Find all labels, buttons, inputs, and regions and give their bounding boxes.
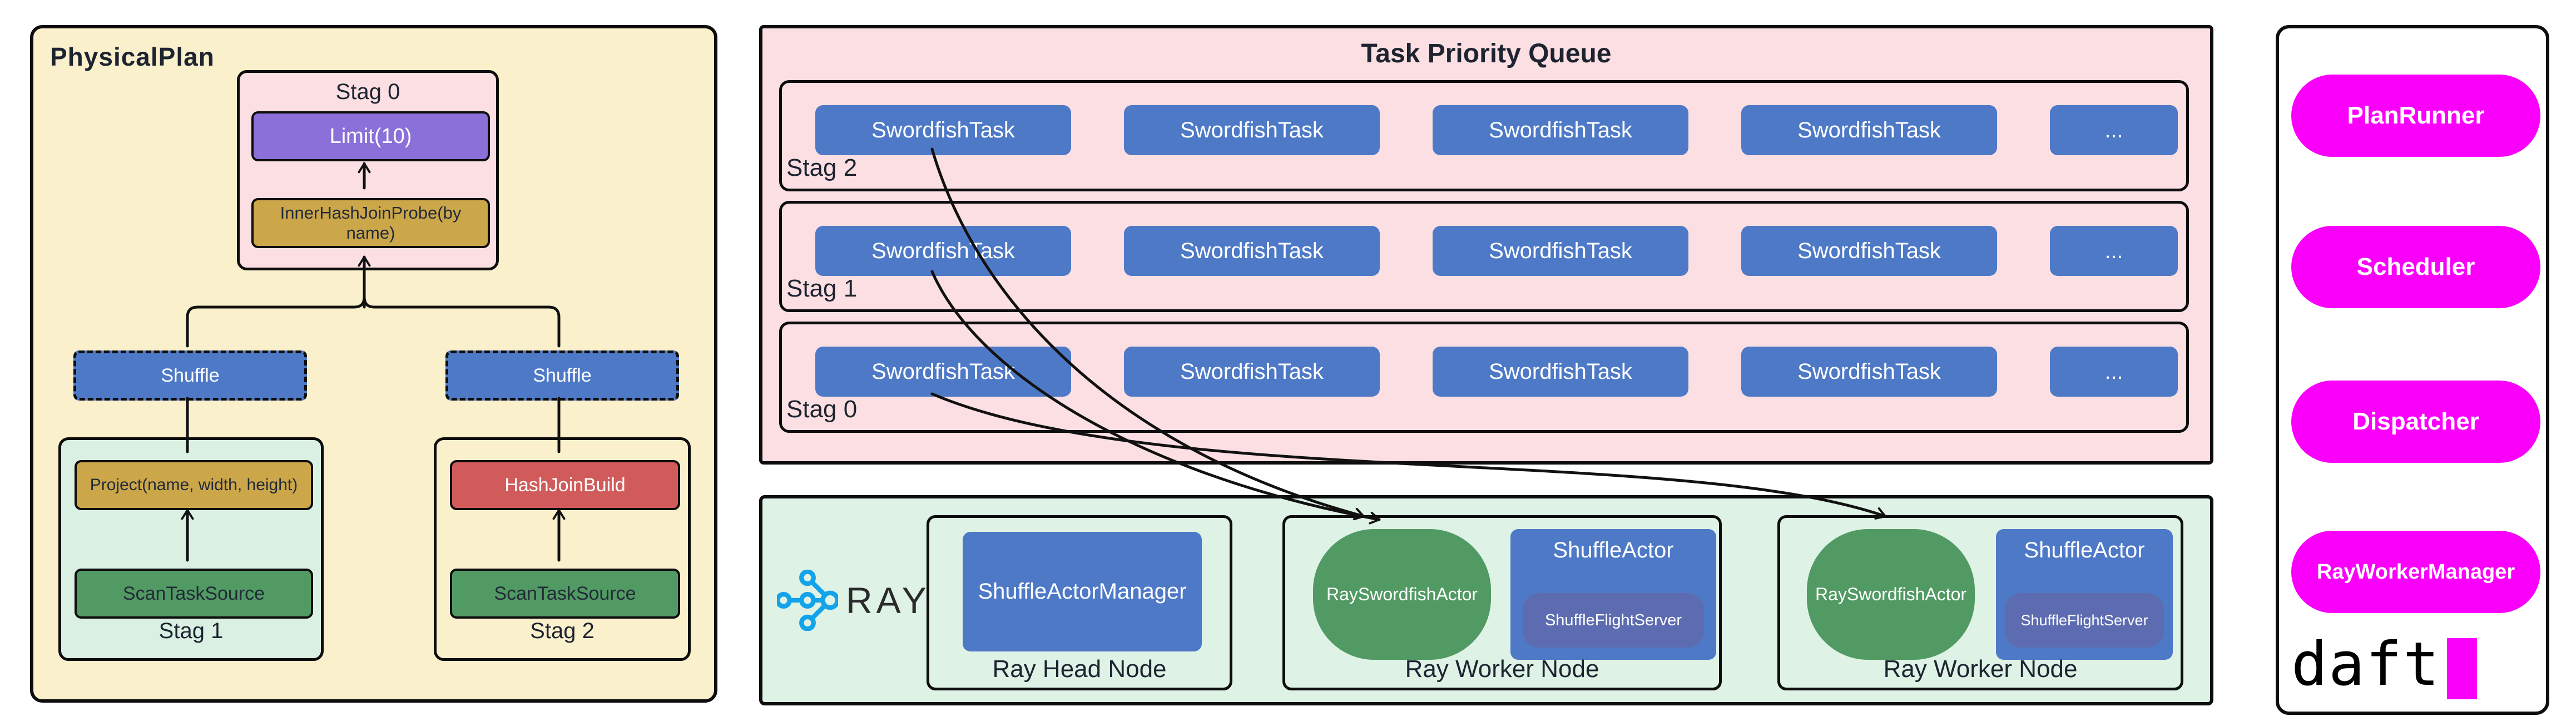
swordfish-task: SwordfishTask [1741,105,1997,155]
legend-panel: PlanRunner Scheduler Dispatcher RayWorke… [2276,25,2549,715]
swordfish-task: SwordfishTask [1124,105,1380,155]
scheduler-pill: Scheduler [2291,226,2540,308]
queue-row-stage1: SwordfishTask SwordfishTask SwordfishTas… [779,201,2189,312]
inner-hash-join-probe-node: InnerHashJoinProbe(by name) [251,198,490,248]
queue-row-label: Stag 0 [786,396,858,423]
daft-logo: daft [2291,629,2478,699]
scan-task-source-node-2: ScanTaskSource [450,569,680,619]
more-tasks-ellipsis: ... [2050,226,2178,276]
daft-wordmark: daft [2291,629,2441,699]
project-node: Project(name, width, height) [75,460,313,510]
swordfish-task: SwordfishTask [815,105,1071,155]
shuffle-actor-label: ShuffleActor [2024,538,2145,562]
swordfish-task: SwordfishTask [1741,226,1997,276]
ray-logo-icon [777,570,838,631]
ray-head-node-box: ShuffleActorManager Ray Head Node [927,515,1232,690]
stage2-box: HashJoinBuild ScanTaskSource Stag 2 [434,437,691,661]
ray-worker-manager-pill: RayWorkerManager [2291,531,2540,613]
shuffle-actor-box: ShuffleActor ShuffleFlightServer [1510,529,1716,660]
queue-row-stage2: SwordfishTask SwordfishTask SwordfishTas… [779,80,2189,191]
daft-cursor-icon [2447,638,2478,699]
shuffle-flight-server-box: ShuffleFlightServer [2005,593,2164,648]
swordfish-task: SwordfishTask [1741,347,1997,397]
queue-row-stage0: SwordfishTask SwordfishTask SwordfishTas… [779,322,2189,433]
scan-task-source-node-1: ScanTaskSource [75,569,313,619]
stage2-label: Stag 2 [530,619,595,643]
stage1-box: Project(name, width, height) ScanTaskSou… [58,437,324,661]
swordfish-task: SwordfishTask [1433,347,1688,397]
ray-head-node-label: Ray Head Node [992,655,1167,683]
physical-plan-panel: PhysicalPlan Stag 0 Limit(10) InnerHashJ… [30,25,717,703]
ray-swordfish-actor: RaySwordfishActor [1807,529,1975,660]
ray-logo: RAY [777,498,930,702]
swordfish-task: SwordfishTask [1433,226,1688,276]
stage1-label: Stag 1 [158,619,224,643]
more-tasks-ellipsis: ... [2050,105,2178,155]
limit-node: Limit(10) [251,111,490,161]
stage0-label: Stag 0 [335,80,400,104]
shuffle-node-left: Shuffle [73,350,307,401]
plan-runner-pill: PlanRunner [2291,75,2540,157]
shuffle-flight-server-box: ShuffleFlightServer [1523,593,1704,648]
physical-plan-title: PhysicalPlan [50,42,215,71]
ray-worker-node-box-2: RaySwordfishActor ShuffleActor ShuffleFl… [1777,515,2183,690]
ray-wordmark: RAY [846,580,930,621]
task-priority-queue-title: Task Priority Queue [1361,39,1612,68]
swordfish-task: SwordfishTask [1124,347,1380,397]
ray-cluster-panel: RAY ShuffleActorManager Ray Head Node Ra… [759,495,2213,705]
queue-row-label: Stag 2 [786,154,858,181]
shuffle-actor-label: ShuffleActor [1553,538,1674,562]
shuffle-actor-box: ShuffleActor ShuffleFlightServer [1996,529,2173,660]
swordfish-task: SwordfishTask [815,347,1071,397]
ray-worker-node-label: Ray Worker Node [1883,655,2078,683]
swordfish-task: SwordfishTask [815,226,1071,276]
swordfish-task: SwordfishTask [1124,226,1380,276]
more-tasks-ellipsis: ... [2050,347,2178,397]
ray-worker-node-label: Ray Worker Node [1405,655,1599,683]
hash-join-build-node: HashJoinBuild [450,460,680,510]
ray-worker-node-box-1: RaySwordfishActor ShuffleActor ShuffleFl… [1282,515,1722,690]
swordfish-task: SwordfishTask [1433,105,1688,155]
ray-swordfish-actor: RaySwordfishActor [1313,529,1491,660]
shuffle-actor-manager-box: ShuffleActorManager [963,532,1202,651]
dispatcher-pill: Dispatcher [2291,381,2540,463]
shuffle-node-right: Shuffle [445,350,679,401]
queue-row-label: Stag 1 [786,275,858,302]
stage0-box: Stag 0 Limit(10) InnerHashJoinProbe(by n… [237,70,499,270]
task-priority-queue-panel: Task Priority Queue SwordfishTask Swordf… [759,25,2213,465]
